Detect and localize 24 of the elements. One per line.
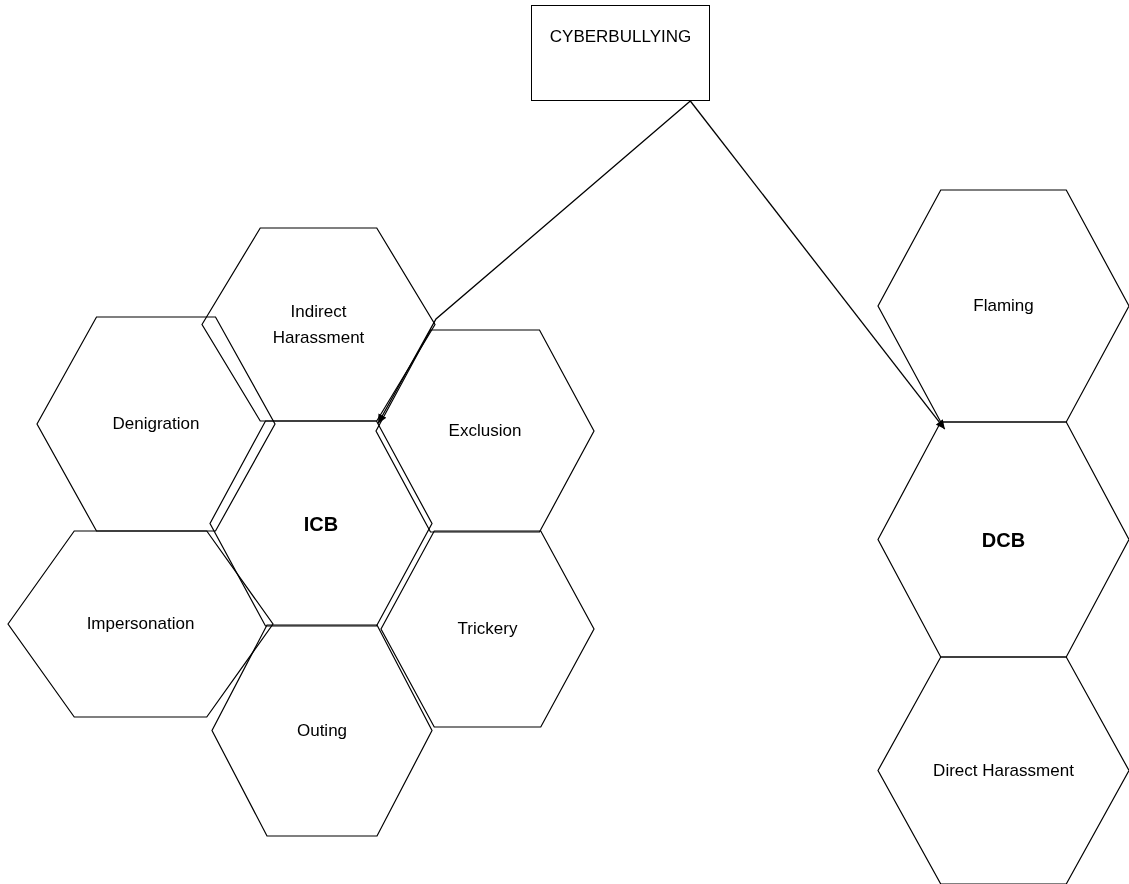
hexagon xyxy=(376,330,594,532)
arrow xyxy=(377,100,691,425)
node-label: Flaming xyxy=(973,295,1034,318)
arrow xyxy=(689,100,946,430)
title-box xyxy=(531,5,710,101)
node-label: Direct Harassment xyxy=(933,759,1074,782)
hexagon xyxy=(878,657,1129,884)
node-label: Indirect Harassment xyxy=(271,301,366,349)
node-label: CYBERBULLYING xyxy=(549,26,692,48)
node-label: DCB xyxy=(981,527,1026,553)
node-label: Denigration xyxy=(112,413,200,436)
hexagon xyxy=(212,625,432,836)
node-label: Outing xyxy=(296,719,348,742)
hexagon xyxy=(878,190,1129,422)
hexagon xyxy=(37,317,275,531)
hexagon xyxy=(381,531,594,727)
hexagon xyxy=(210,421,432,626)
hexagon xyxy=(202,228,435,421)
node-label: Trickery xyxy=(457,618,518,641)
hexagon xyxy=(8,531,273,717)
hexagon xyxy=(878,422,1129,657)
node-label: Impersonation xyxy=(86,613,195,636)
node-label: Exclusion xyxy=(448,420,522,443)
node-label: ICB xyxy=(303,511,339,537)
